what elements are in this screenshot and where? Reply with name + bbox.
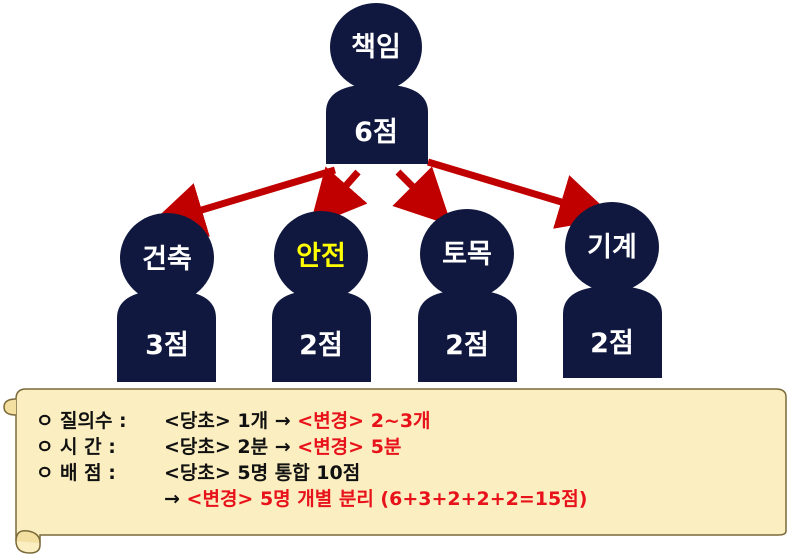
node-child-1-head (120, 213, 214, 303)
node-child-1-body (117, 290, 216, 382)
node-child-3-head (420, 209, 514, 299)
node-top-title: 책임 (351, 32, 401, 63)
scroll-body (15, 388, 787, 554)
arrow-to-child-1 (148, 166, 337, 237)
node-top-body (326, 84, 428, 164)
note-change: <변경> 5분 (297, 436, 402, 458)
node-child-2-head (274, 211, 368, 301)
node-child-4-title: 기계 (587, 232, 637, 263)
bullet-icon: ㅇ (36, 410, 54, 432)
node-top-score: 6점 (354, 117, 398, 148)
node-child-3-score: 2점 (445, 330, 489, 361)
scroll-left-curl (3, 398, 17, 416)
note-scroll (3, 388, 787, 554)
note-row-time: ㅇ 시 간 : <당초> 2분 → <변경> 5분 (36, 434, 766, 460)
arrow-icon: → (164, 488, 180, 510)
node-child-2-score: 2점 (299, 330, 343, 361)
node-child-2-title: 안전 (296, 241, 346, 272)
node-top: 책임 6점 (326, 3, 428, 164)
node-top-head (330, 3, 422, 91)
arrow-to-child-4 (426, 158, 615, 229)
note-before: <당초> 1개 → (164, 410, 291, 432)
arrow-to-child-3 (392, 166, 452, 226)
note-before: <당초> 2분 → (164, 436, 291, 458)
note-row-change-detail: → <변경> 5명 개별 분리 (6+3+2+2+2=15점) (36, 486, 766, 512)
note-row-score: ㅇ 배 점 : <당초> 5명 통합 10점 (36, 460, 766, 486)
node-child-4-body (563, 286, 662, 378)
arrow-to-child-2 (309, 166, 368, 227)
note-row-questions: ㅇ 질의수 : <당초> 1개 → <변경> 2~3개 (36, 408, 766, 434)
scroll-bottom-curl (15, 529, 41, 544)
note-text: ㅇ 질의수 : <당초> 1개 → <변경> 2~3개 ㅇ 시 간 : <당초> 2분 … (36, 408, 766, 512)
note-change: <변경> 2~3개 (297, 410, 431, 432)
node-child-4-head (565, 202, 659, 292)
node-child-3-body (418, 290, 517, 382)
node-child-1: 건축 3점 (117, 213, 216, 382)
node-child-4: 기계 2점 (563, 202, 662, 378)
bullet-icon: ㅇ (36, 436, 54, 458)
note-key: 질의수 : (60, 410, 127, 432)
node-child-3: 토목 2점 (418, 209, 517, 382)
node-child-1-title: 건축 (142, 244, 192, 275)
note-change-detail: <변경> 5명 개별 분리 (6+3+2+2+2=15점) (186, 488, 588, 510)
note-key: 시 간 : (60, 436, 116, 458)
bullet-icon: ㅇ (36, 462, 54, 484)
node-child-3-title: 토목 (442, 239, 492, 270)
note-before: <당초> 5명 통합 10점 (164, 462, 361, 484)
node-child-1-score: 3점 (145, 330, 189, 361)
hierarchy-diagram: 책임 6점 건축 3점 안전 2점 토목 2점 기계 2점 (117, 3, 662, 382)
note-key: 배 점 : (60, 462, 116, 484)
node-child-2: 안전 2점 (272, 211, 371, 382)
node-child-2-body (272, 290, 371, 382)
node-child-4-score: 2점 (590, 328, 634, 359)
